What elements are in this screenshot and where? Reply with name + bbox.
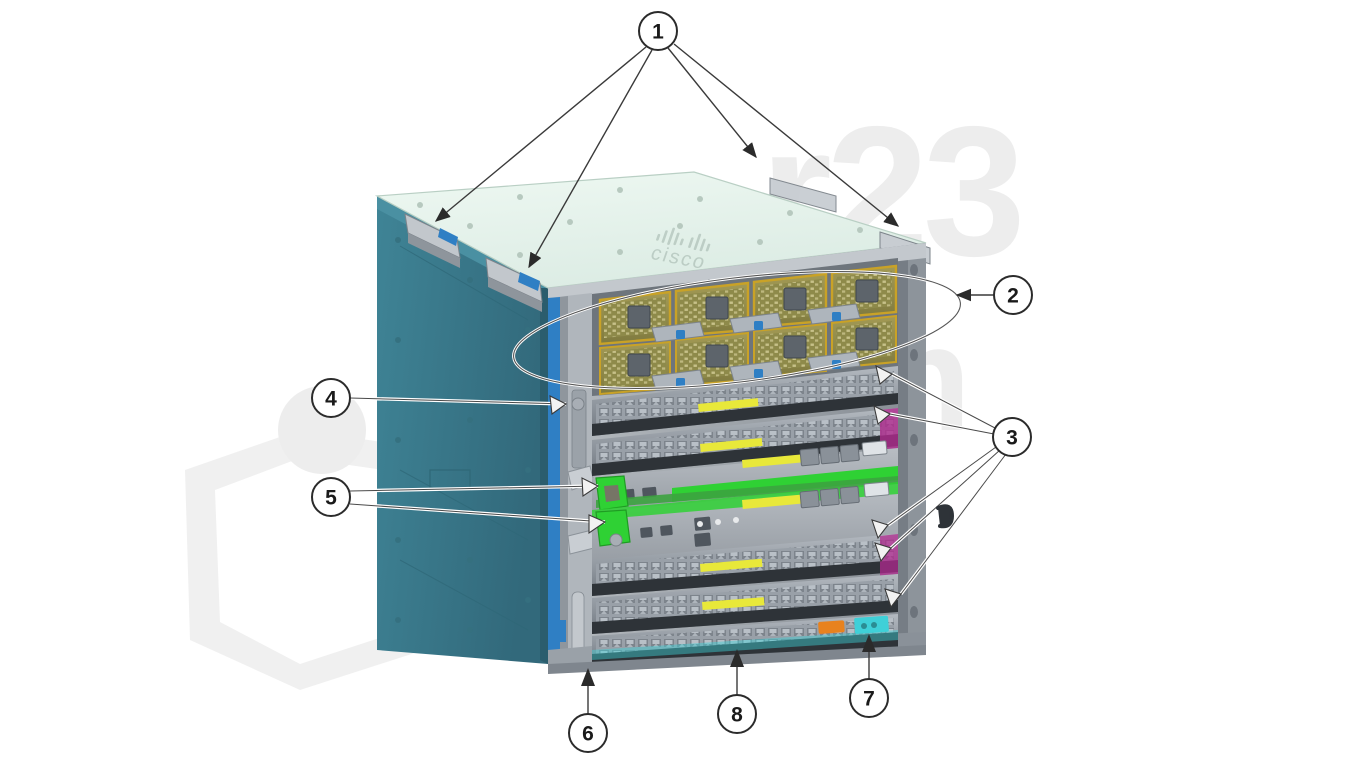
leader-group-1: [434, 43, 900, 269]
leader-group-3: [871, 364, 1008, 609]
supervisor-module-1: [592, 440, 898, 516]
rack-flange-holes: [910, 264, 918, 618]
leader-group-7: [862, 634, 876, 679]
callout-8[interactable]: 8: [717, 694, 757, 734]
leader-group-2: [512, 270, 994, 390]
fan-module-group: [598, 264, 898, 396]
module-label-strip: [741, 493, 815, 509]
module-label-strip: [742, 453, 815, 468]
console-port-group: [640, 516, 711, 547]
callout-2-label: 2: [1007, 285, 1019, 308]
callout-7-label: 7: [863, 688, 875, 711]
callout-2[interactable]: 2: [993, 275, 1033, 315]
callout-3[interactable]: 3: [992, 417, 1032, 457]
leader-group-8: [730, 649, 744, 695]
leader-group-4: [349, 395, 568, 415]
status-connector-orange: [818, 620, 845, 634]
callout-6-label: 6: [582, 723, 594, 746]
callout-4-label: 4: [325, 388, 337, 411]
lifting-handle-left-rear: [485, 257, 543, 312]
callout-7[interactable]: 7: [849, 678, 889, 718]
line-card-row-4: [592, 574, 898, 634]
chassis-body: cisco: [374, 171, 931, 674]
callout-5[interactable]: 5: [311, 477, 351, 517]
callout-6[interactable]: 6: [568, 713, 608, 753]
callout-8-label: 8: [731, 704, 743, 727]
uplink-port-group: [861, 440, 888, 457]
leader-group-6: [581, 668, 595, 714]
fan-hub-group: [627, 279, 879, 377]
leader-group-5: [349, 477, 607, 535]
callout-1[interactable]: 1: [638, 11, 678, 51]
line-card-row-1: [592, 366, 898, 436]
line-card-row-3: [592, 534, 898, 596]
sfp-cage-group-2: [799, 485, 860, 509]
callout-3-label: 3: [1006, 427, 1018, 450]
callout-4[interactable]: 4: [311, 378, 351, 418]
callout-1-label: 1: [652, 21, 664, 44]
fan-tray-row: [592, 258, 898, 396]
lifting-handle-left-front: [404, 213, 461, 268]
line-card-row-2: [592, 408, 898, 476]
sfp-cage-group: [799, 443, 860, 467]
callout-5-label: 5: [325, 487, 337, 510]
lifting-handle-right-rear: [769, 177, 837, 213]
